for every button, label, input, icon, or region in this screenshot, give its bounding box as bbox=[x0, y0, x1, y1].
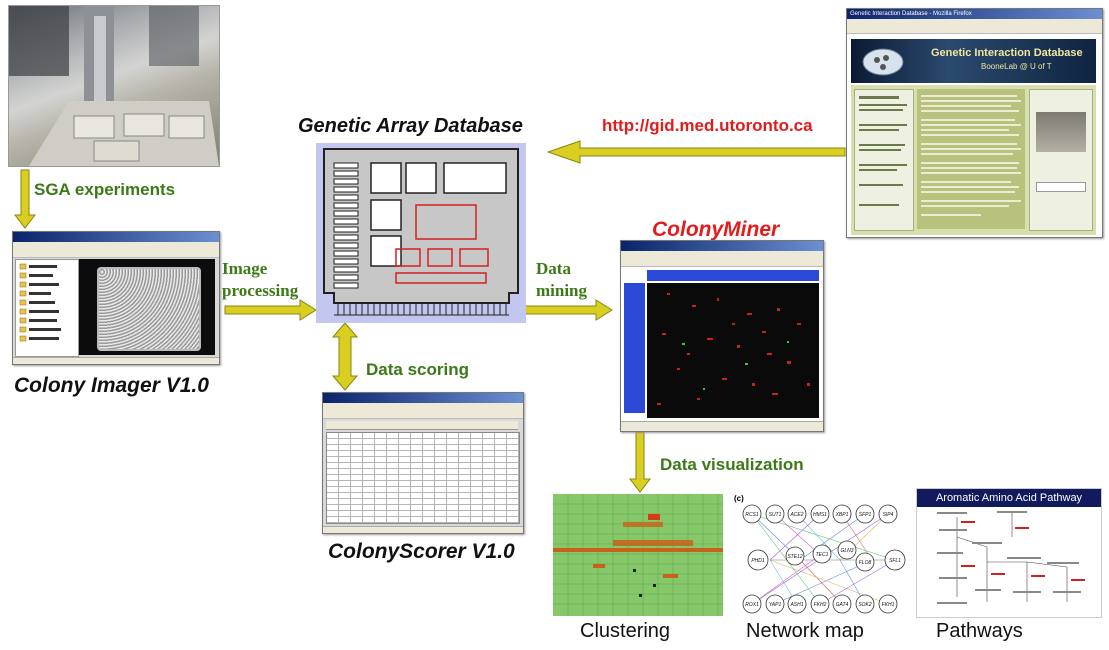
colony-scorer-window bbox=[322, 392, 524, 534]
imager-titlebar bbox=[13, 232, 219, 242]
node-bot-5: SOK2 bbox=[858, 602, 872, 608]
gid-banner: Genetic Interaction Database BooneLab @ … bbox=[851, 39, 1096, 83]
node-bot-6: FKH1 bbox=[882, 602, 895, 608]
arrow-data-scoring bbox=[331, 322, 359, 391]
arrow-sga bbox=[13, 169, 37, 229]
node-mid-0: PHD1 bbox=[751, 558, 765, 564]
scorer-statusbar bbox=[323, 526, 523, 533]
arrow-data-mining bbox=[524, 299, 613, 321]
scorer-table bbox=[326, 432, 520, 524]
scorer-menubar bbox=[323, 403, 523, 410]
gid-banner-sub: BooneLab @ U of T bbox=[981, 62, 1052, 71]
title-colony-miner: ColonyMiner bbox=[652, 218, 780, 241]
node-top-1: SUT1 bbox=[769, 512, 782, 518]
node-top-5: SFP1 bbox=[859, 512, 872, 518]
imager-statusbar bbox=[13, 357, 219, 364]
imager-file-tree bbox=[15, 259, 79, 357]
miner-titlebar bbox=[621, 241, 823, 251]
label-data-visualization: Data visualization bbox=[660, 455, 804, 474]
scorer-titlebar bbox=[323, 393, 523, 403]
node-mid-2: TEC1 bbox=[816, 552, 829, 558]
chip-bottom-pins bbox=[334, 303, 509, 316]
gid-content bbox=[851, 85, 1096, 235]
miner-top-dendrogram bbox=[647, 270, 819, 281]
miner-side-dendrogram bbox=[624, 283, 645, 413]
database-chip bbox=[316, 143, 526, 323]
node-bot-2: ASH1 bbox=[789, 602, 803, 608]
gid-browser-window: Genetic Interaction Database - Mozilla F… bbox=[846, 8, 1103, 238]
node-mid-4: FLO8 bbox=[859, 560, 872, 566]
network-panel-label: (c) bbox=[734, 494, 744, 503]
node-top-2: ACE2 bbox=[789, 512, 803, 518]
title-genetic-array-database: Genetic Array Database bbox=[298, 115, 523, 137]
gid-titlebar: Genetic Interaction Database - Mozilla F… bbox=[847, 9, 1102, 19]
caption-colony-scorer: ColonyScorer V1.0 bbox=[328, 540, 515, 563]
caption-clustering: Clustering bbox=[580, 620, 671, 642]
miner-menubar bbox=[621, 251, 823, 258]
node-top-3: HMS1 bbox=[813, 512, 827, 518]
miner-heatmap bbox=[647, 283, 819, 418]
node-bot-1: YAP1 bbox=[769, 602, 782, 608]
gid-menubar bbox=[847, 19, 1102, 26]
gid-bookmarks-bar bbox=[847, 26, 1102, 34]
pathway-panel: Aromatic Amino Acid Pathway bbox=[916, 488, 1102, 618]
robot-photo bbox=[8, 5, 220, 167]
arrow-data-visualization bbox=[628, 431, 652, 493]
imager-plate-view bbox=[79, 259, 215, 355]
node-mid-3: GLN3 bbox=[840, 548, 853, 554]
gid-side-column bbox=[1029, 89, 1093, 231]
node-mid-1: STE12 bbox=[787, 554, 803, 560]
gid-side-photo bbox=[1036, 112, 1086, 152]
arrow-image-processing bbox=[224, 299, 317, 321]
arrow-url bbox=[546, 140, 846, 164]
gid-main-column bbox=[917, 89, 1025, 229]
caption-network-map: Network map bbox=[746, 620, 864, 642]
node-bot-0: ROX1 bbox=[745, 602, 759, 608]
gid-search-input[interactable] bbox=[1036, 182, 1086, 192]
miner-toolbar bbox=[621, 258, 823, 267]
gid-banner-title: Genetic Interaction Database bbox=[931, 47, 1083, 59]
miner-statusbar bbox=[621, 421, 823, 431]
caption-pathways: Pathways bbox=[936, 620, 1023, 642]
pathway-diagram bbox=[937, 511, 1085, 604]
colony-miner-window bbox=[620, 240, 824, 432]
chip-pin-stack bbox=[333, 162, 359, 289]
node-top-0: RCS1 bbox=[745, 512, 759, 518]
node-top-6: SIP4 bbox=[883, 512, 894, 518]
network-map: RCS1 SUT1 ACE2 HMS1 XBP1 SFP1 SIP4 PHD1 … bbox=[742, 504, 906, 614]
imager-toolbar bbox=[13, 249, 219, 258]
gid-news-column bbox=[854, 89, 914, 231]
node-bot-4: GAT4 bbox=[836, 602, 849, 608]
url-gid[interactable]: http://gid.med.utoronto.ca bbox=[602, 116, 813, 135]
pathway-title: Aromatic Amino Acid Pathway bbox=[917, 489, 1101, 507]
imager-menubar bbox=[13, 242, 219, 249]
clustering-panel bbox=[553, 494, 723, 616]
colony-plate bbox=[97, 267, 201, 351]
caption-colony-imager: Colony Imager V1.0 bbox=[14, 374, 209, 397]
node-mid-5: SFL1 bbox=[889, 558, 901, 564]
node-bot-3: FKH2 bbox=[814, 602, 827, 608]
node-top-4: XBP1 bbox=[835, 512, 849, 518]
colony-imager-window bbox=[12, 231, 220, 365]
chip-red-blocks bbox=[395, 204, 489, 284]
label-data-scoring: Data scoring bbox=[366, 360, 469, 379]
scorer-tabs[interactable] bbox=[326, 421, 518, 430]
label-sga-experiments: SGA experiments bbox=[34, 180, 176, 199]
scorer-toolbar bbox=[323, 410, 523, 419]
